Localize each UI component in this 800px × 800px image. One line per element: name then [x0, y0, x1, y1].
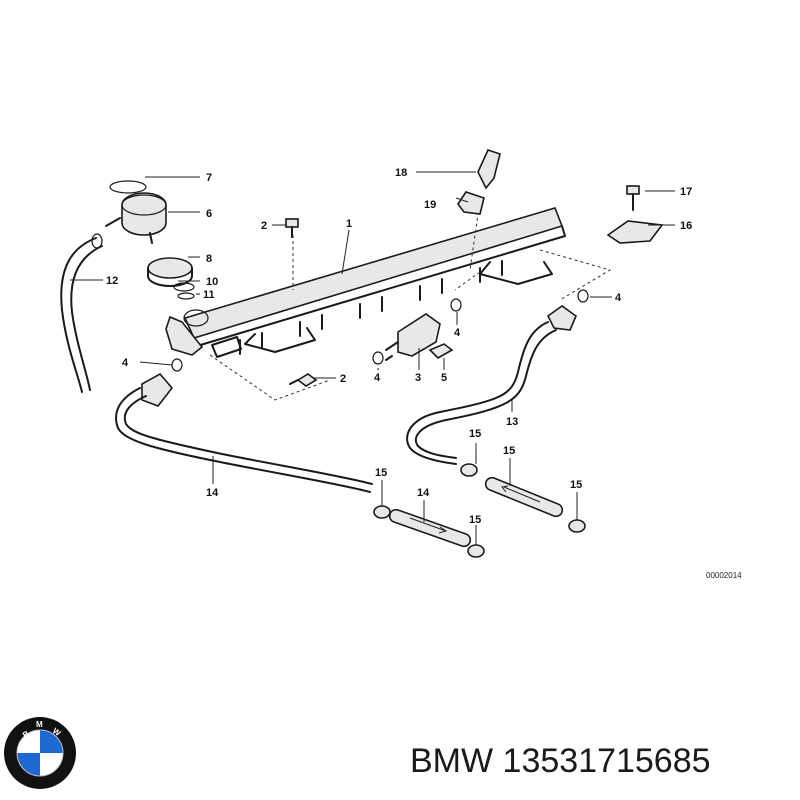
bracket-16 [606, 220, 664, 244]
oring-4-d [577, 289, 589, 303]
callout-18: 18 [395, 167, 407, 179]
callout-19: 19 [424, 199, 436, 211]
bolt-2-lower [289, 373, 318, 387]
hose-11 [60, 237, 103, 393]
clamp-15-b [467, 544, 485, 558]
callout-16: 16 [680, 220, 692, 232]
pressure-regulator [105, 180, 195, 300]
callout-6: 6 [206, 208, 212, 220]
fuel-line-13 [115, 372, 373, 493]
leader-lines [70, 171, 675, 545]
bmw-logo: B M W [4, 717, 76, 789]
callout-10: 11 [203, 289, 215, 301]
svg-text:W: W [51, 726, 63, 738]
diagram-reference-code: 00002014 [706, 571, 742, 580]
callout-12: 13 [506, 416, 518, 428]
injector [385, 313, 441, 361]
bolt-2-upper [285, 218, 299, 238]
callout-13: 14 [206, 487, 219, 499]
callout-2-lower: 2 [340, 373, 346, 385]
callout-1: 1 [346, 218, 352, 230]
callout-7: 8 [206, 253, 212, 265]
clamp-19 [457, 191, 485, 215]
fuel-rail [165, 207, 566, 358]
callout-2-upper: 2 [261, 220, 267, 232]
callout-8: 7 [206, 172, 212, 184]
callout-4-mid: 4 [454, 327, 461, 339]
callout-5: 5 [441, 372, 447, 384]
clamp-15-a [373, 505, 391, 519]
oring-4-b [372, 351, 384, 365]
clamp-15-c [460, 463, 478, 477]
hose-14-left [388, 508, 472, 548]
callout-15-a: 15 [375, 467, 387, 479]
callout-9: 10 [206, 276, 218, 288]
svg-text:B: B [21, 729, 31, 740]
callout-4-injector: 4 [374, 372, 381, 384]
callout-15-b: 15 [469, 514, 481, 526]
oring-4-a [171, 358, 183, 372]
callout-15-c: 15 [469, 428, 481, 440]
callout-3: 3 [415, 372, 421, 384]
svg-text:M: M [36, 720, 43, 729]
part-number-caption: BMW 13531715685 [410, 742, 711, 780]
callout-14-left: 14 [417, 487, 430, 499]
callout-14-right: 15 [503, 445, 515, 457]
fuel-line-12 [406, 305, 577, 465]
callout-15-d: 15 [570, 479, 582, 491]
callout-4-left: 4 [122, 357, 129, 369]
clip-5 [428, 343, 454, 359]
bolt-17 [626, 185, 640, 211]
callout-4-right: 4 [615, 292, 622, 304]
connector-18 [477, 149, 501, 190]
callout-11: 12 [106, 275, 118, 287]
oring-4-c [450, 298, 462, 312]
callout-17: 17 [680, 186, 692, 198]
hose-14-right [484, 476, 564, 518]
clamp-15-d [568, 519, 586, 533]
